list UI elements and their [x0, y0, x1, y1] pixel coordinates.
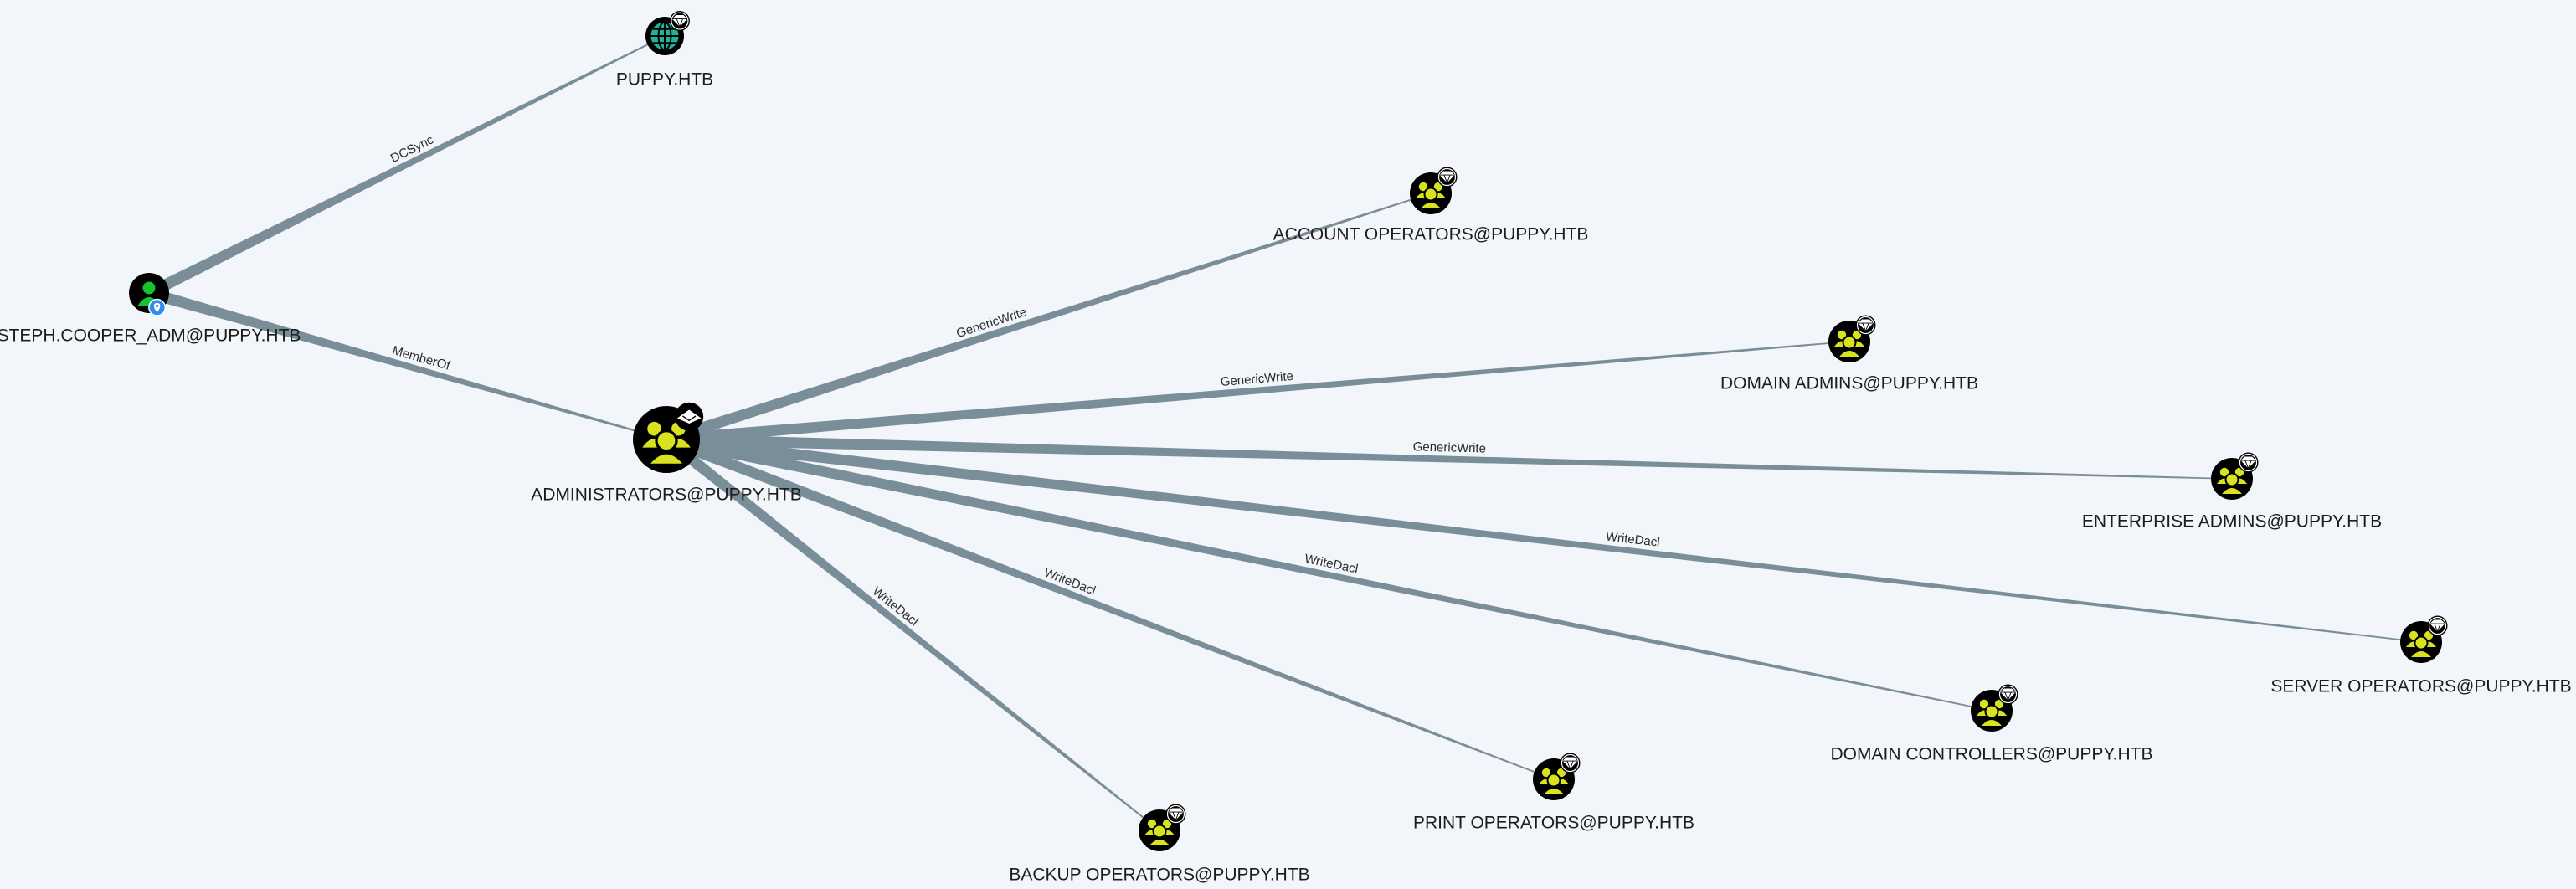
node-label: ACCOUNT OPERATORS@PUPPY.HTB	[1273, 225, 1589, 244]
edge-line[interactable]	[666, 434, 2232, 480]
diamond-badge-icon	[1165, 804, 1186, 825]
node-label: ADMINISTRATORS@PUPPY.HTB	[531, 486, 802, 505]
nodes-layer: PUPPY.HTB STEPH.COOPER_ADM@PUPPY.HTB ADMIN…	[0, 11, 2572, 885]
diamond-badge-icon	[669, 11, 690, 32]
node-srvop[interactable]: SERVER OPERATORS@PUPPY.HTB	[2270, 615, 2572, 696]
location-pin-badge-icon	[148, 298, 167, 316]
edge-line[interactable]	[664, 434, 1555, 780]
edges-layer: DCSyncMemberOfGenericWriteGenericWriteGe…	[146, 35, 2422, 831]
node-label: PRINT OPERATORS@PUPPY.HTB	[1413, 814, 1694, 833]
crown-badge-icon	[675, 402, 704, 431]
edge-label: GenericWrite	[1412, 439, 1486, 455]
diamond-badge-icon	[2238, 452, 2259, 473]
node-steph[interactable]: STEPH.COOPER_ADM@PUPPY.HTB	[0, 273, 301, 346]
edge-line[interactable]	[664, 193, 1432, 445]
node-domadm[interactable]: DOMAIN ADMINS@PUPPY.HTB	[1720, 315, 1978, 393]
node-label: DOMAIN CONTROLLERS@PUPPY.HTB	[1830, 745, 2152, 764]
node-acct[interactable]: ACCOUNT OPERATORS@PUPPY.HTB	[1273, 167, 1589, 244]
edge-line[interactable]	[147, 287, 667, 440]
node-label: ENTERPRISE ADMINS@PUPPY.HTB	[2082, 512, 2382, 532]
node-label: DOMAIN ADMINS@PUPPY.HTB	[1720, 374, 1978, 393]
edge-line[interactable]	[662, 434, 1160, 831]
edge-admins-entadm[interactable]: GenericWrite	[666, 434, 2232, 480]
group-icon[interactable]	[1533, 758, 1575, 800]
node-puppy[interactable]: PUPPY.HTB	[616, 11, 713, 90]
edge-line[interactable]	[146, 35, 666, 299]
node-label: SERVER OPERATORS@PUPPY.HTB	[2270, 677, 2571, 696]
diamond-badge-icon	[1560, 753, 1581, 773]
diamond-badge-icon	[1437, 167, 1458, 188]
node-entadm[interactable]: ENTERPRISE ADMINS@PUPPY.HTB	[2082, 452, 2382, 532]
node-admins[interactable]: ADMINISTRATORS@PUPPY.HTB	[531, 402, 802, 505]
diamond-badge-icon	[1998, 684, 2018, 705]
node-backop[interactable]: BACKUP OPERATORS@PUPPY.HTB	[1009, 804, 1310, 885]
diamond-badge-icon	[1855, 315, 1876, 336]
diamond-badge-icon	[2427, 615, 2448, 636]
edge-line[interactable]	[665, 434, 1992, 712]
node-label: BACKUP OPERATORS@PUPPY.HTB	[1009, 866, 1309, 885]
node-dc[interactable]: DOMAIN CONTROLLERS@PUPPY.HTB	[1830, 684, 2153, 764]
node-label: STEPH.COOPER_ADM@PUPPY.HTB	[0, 326, 301, 346]
edge-line[interactable]	[666, 434, 2422, 643]
node-printop[interactable]: PRINT OPERATORS@PUPPY.HTB	[1413, 753, 1694, 833]
node-label: PUPPY.HTB	[616, 70, 713, 90]
edge-line[interactable]	[666, 341, 1850, 445]
